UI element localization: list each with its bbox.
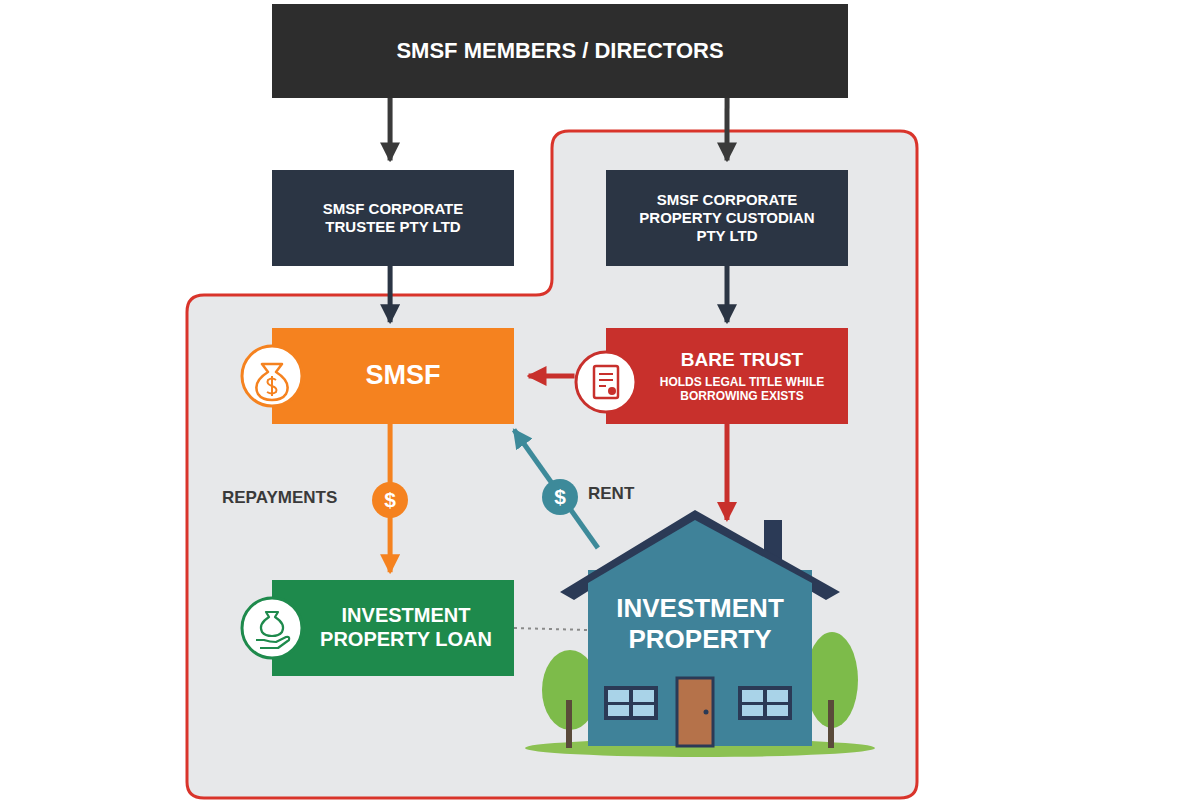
house-node: INVESTMENT PROPERTY [555, 505, 845, 755]
connector [529, 374, 575, 379]
node-title: SMSF MEMBERS / DIRECTORS [396, 38, 723, 64]
connector [388, 98, 393, 160]
connector [388, 266, 393, 322]
connector [725, 266, 730, 322]
dollar-coin: $ [372, 482, 408, 518]
node-title: INVESTMENT PROPERTY [588, 593, 812, 654]
node-title: SMSF CORPORATE TRUSTEE PTY LTD [296, 200, 490, 235]
node-title: INVESTMENT PROPERTY LOAN [312, 604, 500, 651]
dollar-coin: $ [542, 479, 578, 515]
node-title: BARE TRUST [681, 349, 803, 371]
members-box: SMSF MEMBERS / DIRECTORS [272, 4, 848, 98]
node-title: SMSF CORPORATE PROPERTY CUSTODIAN PTY LT… [626, 191, 828, 244]
smsf-box: SMSF [272, 328, 514, 424]
edge-label: REPAYMENTS [222, 488, 337, 508]
red-outline-region [187, 131, 917, 798]
connector [724, 424, 729, 520]
trustee-box: SMSF CORPORATE TRUSTEE PTY LTD [272, 170, 514, 266]
connector [514, 430, 598, 548]
node-title: SMSF [365, 360, 440, 392]
bare-trust-box: BARE TRUST HOLDS LEGAL TITLE WHILE BORROW… [606, 328, 848, 424]
loan-box: INVESTMENT PROPERTY LOAN [272, 580, 514, 676]
custodian-box: SMSF CORPORATE PROPERTY CUSTODIAN PTY LT… [606, 170, 848, 266]
node-subtitle: HOLDS LEGAL TITLE WHILE BORROWING EXISTS [642, 375, 842, 403]
connector [514, 628, 588, 630]
house-text-area: INVESTMENT PROPERTY [588, 593, 812, 654]
connector [725, 98, 730, 160]
edge-label: RENT [588, 484, 634, 504]
